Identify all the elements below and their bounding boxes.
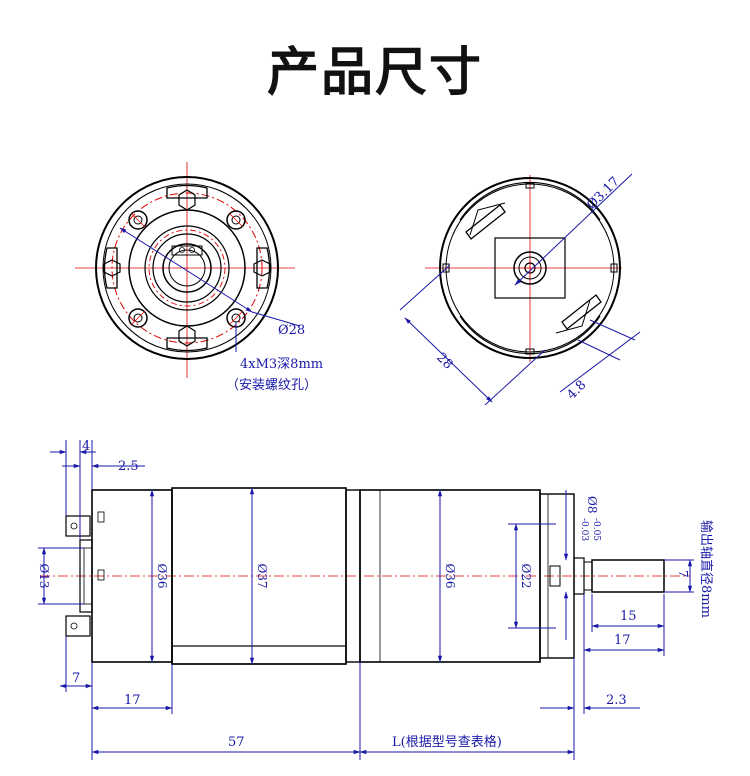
shaft-tolerance-upper: -0.03 [579, 518, 589, 541]
dia-22: Ø22 [519, 563, 533, 588]
shaft-diameter: Ø8 [585, 496, 599, 513]
dim-7-left: 7 [72, 671, 80, 686]
rear-view [425, 175, 622, 362]
rear-brush-diameter: Ø3.17 [584, 174, 623, 213]
rear-view-dimensions [399, 173, 641, 406]
rear-dim-28: 28 [433, 350, 455, 372]
front-view [75, 162, 295, 378]
side-view [40, 487, 690, 665]
dim-4: 4 [82, 439, 90, 454]
shaft-note: 输出轴直径8mm [698, 520, 714, 618]
front-pcd-diameter: Ø28 [278, 323, 305, 338]
thread-note-line2: （安装螺纹孔） [226, 378, 317, 393]
page-title: 产品尺寸 [266, 43, 483, 103]
dim-15: 15 [620, 609, 637, 624]
dim-2-5: 2.5 [118, 459, 139, 474]
shaft-tolerance-lower: -0.05 [591, 518, 601, 541]
rear-dim-4-8: 4.8 [564, 378, 589, 403]
dim-7-shaft: 7 [676, 570, 690, 578]
side-view-dimension-lines [38, 440, 694, 760]
dim-2-3: 2.3 [606, 693, 627, 708]
dim-17-right: 17 [614, 633, 631, 648]
dia-37: Ø37 [255, 563, 269, 588]
dia-36-left: Ø36 [155, 563, 169, 588]
front-view-dimensions: Ø28 4xM3深8mm （安装螺纹孔） [119, 227, 323, 393]
dim-L: L(根据型号查表格) [392, 734, 502, 750]
dim-57: 57 [228, 735, 245, 750]
thread-note-line1: 4xM3深8mm [240, 357, 323, 372]
dim-17-left: 17 [124, 693, 141, 708]
dia-36-right: Ø36 [443, 563, 457, 588]
dia-13: Ø13 [37, 563, 51, 588]
